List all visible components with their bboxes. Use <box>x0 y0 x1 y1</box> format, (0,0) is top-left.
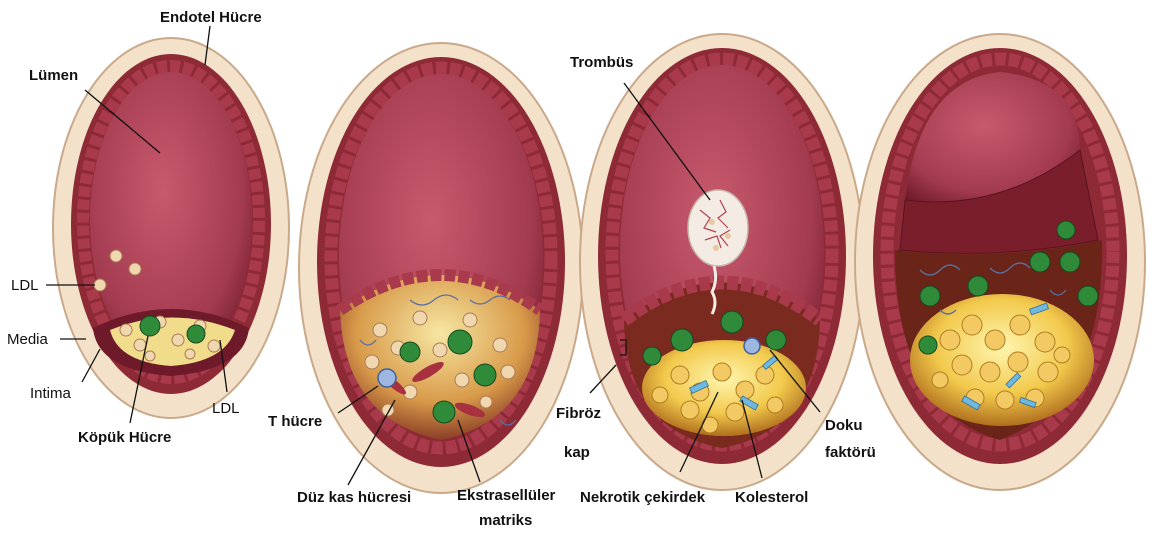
label-ldl-left: LDL <box>11 277 39 294</box>
label-kopuk-hucre: Köpük Hücre <box>78 429 171 446</box>
label-fibroz: Fibröz <box>556 405 601 422</box>
label-intima: Intima <box>30 385 72 402</box>
label-lumen: Lümen <box>29 67 78 84</box>
label-ldl-bottom: LDL <box>212 400 240 417</box>
vessel-4-occluded-plaque <box>855 34 1145 490</box>
vessel-2-t-cell <box>378 369 396 387</box>
label-nekrotik-cekirdek: Nekrotik çekirdek <box>580 489 706 506</box>
label-kap: kap <box>564 444 590 461</box>
vessel-3-t-cell <box>744 338 760 354</box>
label-media: Media <box>7 331 49 348</box>
label-trombus: Trombüs <box>570 54 633 71</box>
label-t-hucre: T hücre <box>268 413 322 430</box>
vessel-2-fatty-streak <box>299 43 583 493</box>
label-matriks: matriks <box>479 512 532 529</box>
vessel-3-advanced-plaque <box>580 34 864 490</box>
label-faktoru: faktörü <box>825 444 876 461</box>
label-kolesterol: Kolesterol <box>735 489 808 506</box>
label-ekstrasellular: Ekstrasellüler <box>457 487 556 504</box>
label-endotel-hucre: Endotel Hücre <box>160 9 262 26</box>
vessel-3-necrotic-core <box>642 340 806 436</box>
label-doku: Doku <box>825 417 863 434</box>
label-duz-kas-hucresi: Düz kas hücresi <box>297 489 411 506</box>
vessel-1-early-lesion <box>53 38 289 418</box>
